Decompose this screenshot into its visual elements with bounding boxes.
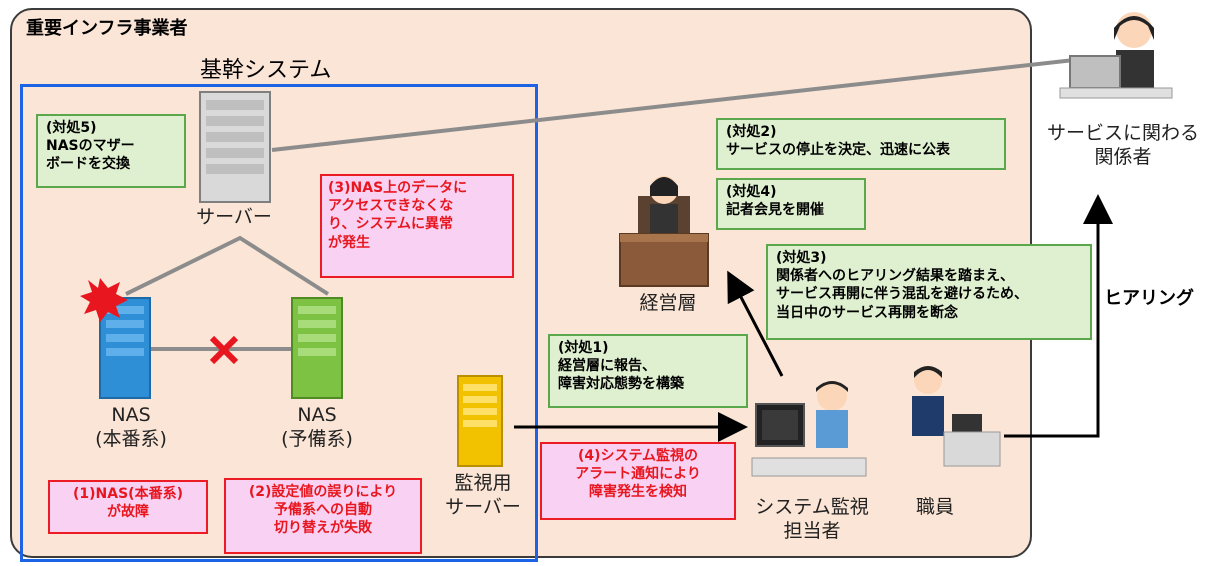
stakeholder-icon (1059, 12, 1173, 99)
incident-1-box: (1)NAS(本番系) が故障 (48, 480, 208, 534)
monitor-staff-label: システム監視 担当者 (755, 496, 869, 542)
core-system-title: 基幹システム (200, 58, 332, 83)
monitor-server-icon (457, 375, 503, 467)
hearing-label: ヒアリング (1104, 288, 1194, 309)
action-4-box: (対処4) 記者会見を開催 (716, 178, 866, 230)
incident-3-box: (3)NAS上のデータに アクセスできなくな り、システムに異常 が発生 (320, 174, 514, 278)
monitor-server-label: 監視用 サーバー (445, 472, 521, 518)
server-nas-link (125, 235, 330, 296)
monitor-staff-icon (751, 381, 867, 477)
server-icon (199, 91, 271, 203)
staff-label: 職員 (915, 496, 954, 518)
hearing-arrow (1004, 194, 1113, 438)
nas-main-icon (99, 297, 151, 399)
management-icon (619, 176, 709, 287)
failure-cross-icon (209, 335, 239, 365)
management-label: 経営層 (639, 292, 697, 314)
core-system-box (20, 84, 538, 562)
action-5-box: (対処5) NASのマザー ボードを交換 (36, 114, 186, 188)
server-stakeholder-link (271, 56, 1093, 152)
report-arrow (727, 270, 784, 377)
nas-backup-icon (291, 297, 343, 399)
nas-backup-label: NAS (予備系) (281, 404, 353, 450)
stakeholders-label: サービスに関わる 関係者 (1046, 122, 1199, 168)
incident-4-box: (4)システム監視の アラート通知により 障害発生を検知 (540, 442, 736, 520)
staff-icon (912, 366, 1001, 467)
org-title: 重要インフラ事業者 (26, 18, 188, 39)
incident-2-box: (2)設定値の誤りにより 予備系への自動 切り替えが失敗 (224, 478, 422, 554)
server-label: サーバー (196, 206, 272, 228)
action-1-box: (対処1) 経営層に報告、 障害対応態勢を構築 (548, 334, 748, 408)
action-2-box: (対処2) サービスの停止を決定、迅速に公表 (716, 118, 1006, 170)
action-3-box: (対処3) 関係者へのヒアリング結果を踏まえ、 サービス再開に伴う混乱を避けるた… (766, 244, 1092, 340)
explosion-icon (80, 278, 128, 322)
nas-main-label: NAS (本番系) (95, 404, 167, 450)
